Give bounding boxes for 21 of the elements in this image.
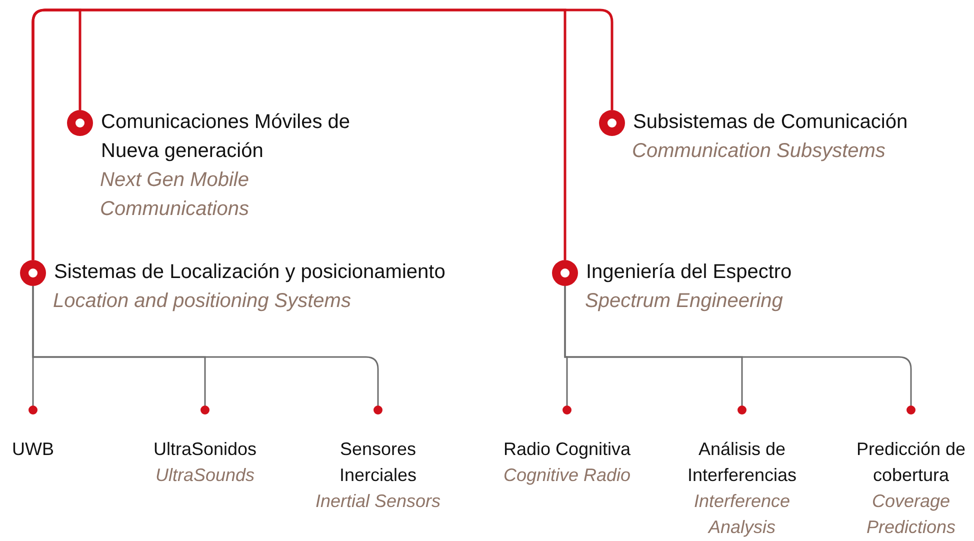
subtitle-text: Next Gen Mobile Communications <box>100 168 250 222</box>
leaf-subtitle: Inertial Sensors <box>315 490 441 513</box>
leaf-subtitle: Interference Analysis <box>692 490 792 539</box>
subtitle-text: Location and positioning Systems <box>53 289 352 314</box>
heading-text: Subsistemas de Comunicación <box>632 110 909 135</box>
leaf-label: Sensores Inerciales <box>338 438 418 487</box>
connector-line <box>32 286 382 414</box>
leaf-label: Análisis de Interferencias <box>686 438 798 487</box>
leaf-label: Predicción de cobertura <box>855 438 967 487</box>
subtitle-text: Communication Subsystems <box>632 139 886 164</box>
leaf-label: UltraSonidos <box>153 438 257 461</box>
heading-text: Sistemas de Localización y posicionamiento <box>53 260 446 285</box>
heading-text: Comunicaciones Móviles de Nueva generación <box>100 110 350 164</box>
heading-text: Ingeniería del Espectro <box>585 260 793 285</box>
subtitle-text: Spectrum Engineering <box>585 289 784 314</box>
leaf-subtitle: Cognitive Radio <box>503 464 631 487</box>
connector-line <box>564 286 916 414</box>
leaf-subtitle: UltraSounds <box>155 464 255 487</box>
leaf-label: UWB <box>12 438 54 461</box>
leaf-label: Radio Cognitiva <box>503 438 631 461</box>
leaf-subtitle: Coverage Predictions <box>865 490 957 539</box>
